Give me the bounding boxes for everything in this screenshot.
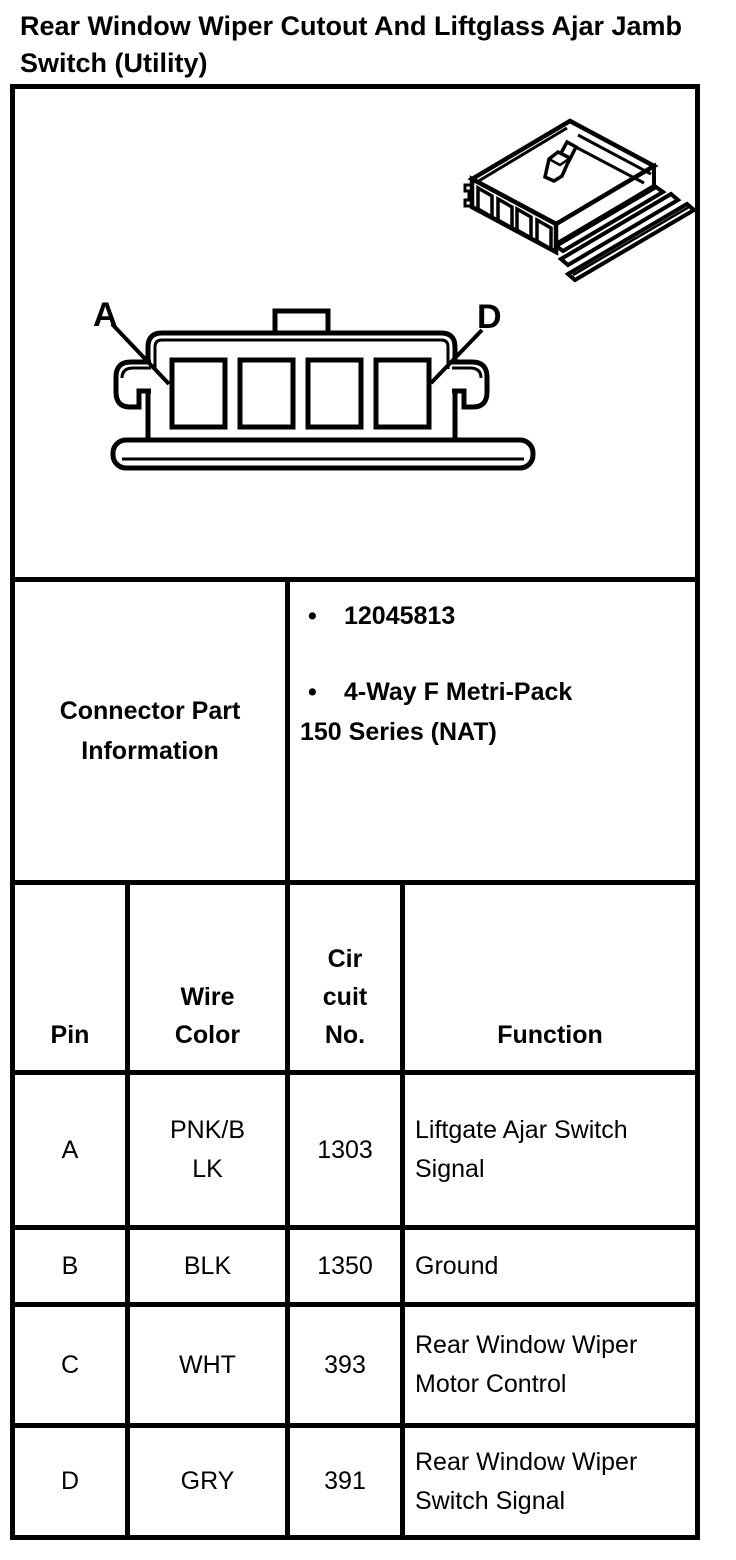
table-row-pin-b: B BLK 1350 Ground xyxy=(15,1230,695,1307)
header-function: Function xyxy=(405,885,695,1070)
connector-series: 4-Way F Metri-Pack 150 Series (NAT) xyxy=(300,678,573,746)
pin-a-leader-line xyxy=(110,322,171,386)
connector-front-view-drawing xyxy=(110,308,536,471)
connector-isometric-drawing xyxy=(463,118,695,283)
header-function-label: Function xyxy=(497,1021,603,1049)
part-number: 12045813 xyxy=(344,602,456,630)
wire-color-cell: GRY xyxy=(130,1428,290,1535)
function-cell: Ground xyxy=(415,1251,499,1280)
pin-cell: C xyxy=(15,1307,130,1423)
wire-color-cell: BLK xyxy=(130,1230,290,1302)
cavity-b xyxy=(237,357,296,430)
table-row-pin-c: C WHT 393 Rear Window Wiper Motor Contro… xyxy=(15,1307,695,1428)
connector-info-table: A D Connector Part Information 12045813 … xyxy=(10,84,700,1540)
connector-series-item: 4-Way F Metri-Pack 150 Series (NAT) xyxy=(300,672,685,752)
pin-cell: D xyxy=(15,1428,130,1535)
header-pin: Pin xyxy=(15,885,130,1070)
header-circuit-no-label: Cir cuit No. xyxy=(322,945,368,1049)
pin-d-label: D xyxy=(477,298,502,336)
pin-cell: A xyxy=(15,1075,130,1225)
wire-color-cell: PNK/B LK xyxy=(130,1075,290,1225)
right-lock-ear xyxy=(452,359,490,410)
part-number-item: 12045813 xyxy=(300,596,685,636)
function-cell: Rear Window Wiper Motor Control xyxy=(415,1331,638,1398)
header-wire-color-label: Wire Color xyxy=(174,983,241,1049)
function-cell: Liftgate Ajar Switch Signal xyxy=(415,1116,628,1183)
header-wire-color: Wire Color xyxy=(130,885,290,1070)
part-info-label: Connector Part Information xyxy=(59,697,241,765)
pin-d-leader-line xyxy=(429,328,484,385)
header-circuit-no: Cir cuit No. xyxy=(290,885,405,1070)
circuit-no-cell: 393 xyxy=(290,1307,405,1423)
header-pin-label: Pin xyxy=(50,1021,90,1049)
function-cell: Rear Window Wiper Switch Signal xyxy=(415,1447,638,1515)
cavity-a xyxy=(169,357,228,430)
connector-diagram-cell: A D xyxy=(15,89,695,582)
wire-color-cell: WHT xyxy=(130,1307,290,1423)
table-row-pin-a: A PNK/B LK 1303 Liftgate Ajar Switch Sig… xyxy=(15,1075,695,1230)
bottom-flange xyxy=(110,437,536,471)
cavity-c xyxy=(305,357,364,430)
pin-cell: B xyxy=(15,1230,130,1302)
circuit-no-cell: 1303 xyxy=(290,1075,405,1225)
part-info-row: Connector Part Information 12045813 4-Wa… xyxy=(15,582,695,885)
connector-diagram-drawing: A D xyxy=(93,118,695,471)
page-title: Rear Window Wiper Cutout And Liftglass A… xyxy=(20,11,683,78)
circuit-no-cell: 391 xyxy=(290,1428,405,1535)
part-info-values-cell: 12045813 4-Way F Metri-Pack 150 Series (… xyxy=(290,582,695,880)
pin-callouts: A D xyxy=(93,296,502,386)
pin-a-label: A xyxy=(93,296,118,334)
table-row-pin-d: D GRY 391 Rear Window Wiper Switch Signa… xyxy=(15,1428,695,1535)
pin-table-header-row: Pin Wire Color Cir cuit No. Function xyxy=(15,885,695,1075)
bullet-icon xyxy=(300,596,344,636)
circuit-no-cell: 1350 xyxy=(290,1230,405,1302)
part-info-label-cell: Connector Part Information xyxy=(15,582,290,880)
left-lock-ear xyxy=(113,359,151,410)
bullet-icon xyxy=(300,672,344,712)
cavity-d xyxy=(373,357,432,430)
